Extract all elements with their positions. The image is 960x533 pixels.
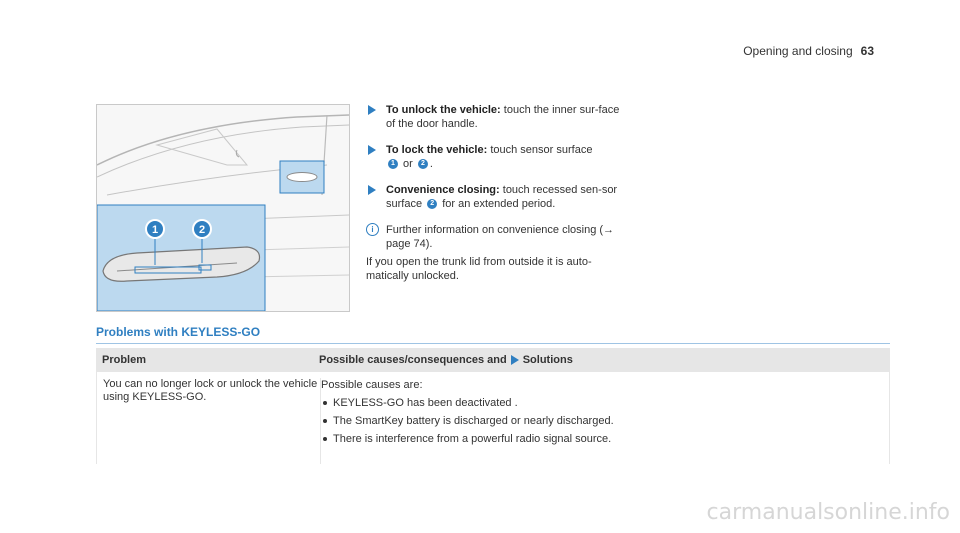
step-unlock: To unlock the vehicle: touch the inner s…: [366, 103, 620, 131]
callout-1-icon: 1: [145, 219, 165, 239]
door-handle-illustration: 1 2: [96, 104, 350, 312]
info-icon: i: [366, 223, 379, 236]
callout-2-badge: 2: [427, 199, 438, 210]
step-text: touch sensor surface: [487, 144, 593, 156]
step-end: .: [429, 158, 433, 170]
header-problem: Problem: [102, 354, 147, 366]
table-row: You can no longer lock or unlock the veh…: [96, 372, 890, 464]
list-item: The SmartKey battery is discharged or ne…: [321, 414, 889, 428]
svg-text:2: 2: [199, 224, 205, 236]
trunk-paragraph: If you open the trunk lid from outside i…: [366, 256, 592, 282]
causes-list: KEYLESS-GO has been deactivated . The Sm…: [321, 396, 889, 446]
page-header: Opening and closing 63: [743, 44, 874, 58]
callout-1-badge: 1: [388, 159, 398, 170]
problems-table: Problem Possible causes/consequences and…: [96, 348, 890, 464]
step-text: touch the inner sur-face of the door han…: [386, 104, 620, 130]
svg-text:1: 1: [152, 224, 158, 236]
list-item: KEYLESS-GO has been deactivated .: [321, 396, 889, 410]
arrow-icon: [368, 145, 376, 155]
step-lock: To lock the vehicle: touch sensor surfac…: [366, 143, 620, 171]
table-header: Problem Possible causes/consequences and…: [96, 348, 890, 372]
callout-2-icon: 2: [192, 219, 212, 239]
instruction-steps: To unlock the vehicle: touch the inner s…: [366, 103, 620, 283]
arrow-icon: [368, 185, 376, 195]
step-convenience: Convenience closing: touch recessed sen-…: [366, 183, 620, 211]
step-end: for an extended period.: [439, 198, 556, 210]
row-causes: Possible causes are: KEYLESS-GO has been…: [320, 378, 889, 464]
note-text[interactable]: Further information on convenience closi…: [386, 224, 615, 250]
step-title: Convenience closing:: [386, 184, 500, 196]
header-causes-label: Possible causes/consequences and: [319, 354, 507, 366]
section-title: Problems with KEYLESS-GO: [96, 325, 890, 344]
section-name: Opening and closing: [743, 44, 853, 58]
step-title: To unlock the vehicle:: [386, 104, 501, 116]
row-problem: You can no longer lock or unlock the veh…: [103, 378, 318, 403]
step-text: touch recessed sen-sor surface: [386, 184, 618, 210]
row-intro: Possible causes are:: [321, 379, 423, 391]
step-text-or: or: [400, 158, 416, 170]
header-solutions-label: Solutions: [522, 354, 573, 366]
arrow-icon: [510, 355, 519, 365]
page-number: 63: [860, 44, 874, 58]
watermark: carmanualsonline.info: [706, 500, 950, 525]
step-title: To lock the vehicle:: [386, 144, 488, 156]
arrow-icon: [368, 105, 376, 115]
info-note: i Further information on convenience clo…: [366, 223, 620, 251]
header-causes: Possible causes/consequences and Solutio…: [319, 354, 890, 366]
list-item: There is interference from a powerful ra…: [321, 432, 889, 446]
callout-2-badge: 2: [417, 159, 428, 170]
